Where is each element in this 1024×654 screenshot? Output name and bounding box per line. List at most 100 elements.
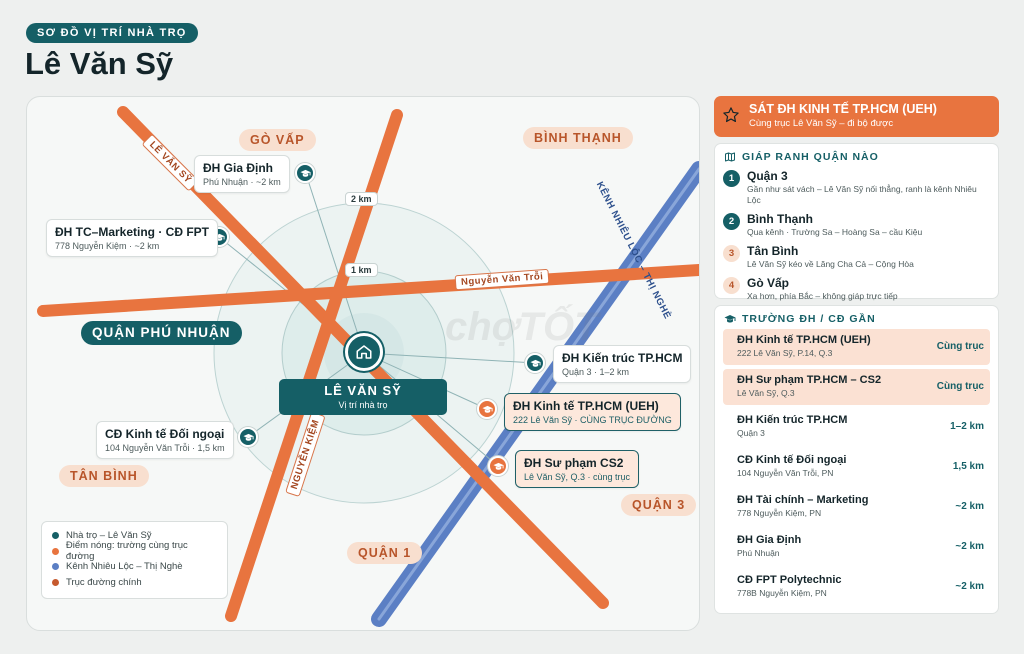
- legend-item: Nhà trọ – Lê Văn Sỹ: [52, 528, 217, 544]
- card-dh-gia-dinh[interactable]: ĐH Gia Định Phú Nhuận · ~2 km: [194, 155, 290, 193]
- map-icon: [725, 152, 735, 162]
- pin-dh-gia-dinh[interactable]: [295, 163, 315, 183]
- home-sub: Vị trí nhà trọ: [338, 400, 388, 410]
- graduation-cap-icon: [299, 169, 311, 177]
- hero-sub: Cùng trục Lê Văn Sỹ – đi bộ được: [749, 118, 894, 129]
- district-quan-1: QUẬN 1: [347, 542, 423, 564]
- ring-label-1km: 1 km: [345, 263, 378, 277]
- place-sub: 222 Lê Văn Sỹ · CÙNG TRỤC ĐƯỜNG: [513, 415, 672, 425]
- university-distance: ~2 km: [955, 541, 984, 552]
- legend-item: Trục đường chính: [52, 575, 217, 591]
- district-phu-nhuan: QUẬN PHÚ NHUẬN: [81, 321, 242, 345]
- legend-label: Trục đường chính: [66, 576, 142, 588]
- graduation-cap-icon: [492, 462, 504, 470]
- neighbor-number: 3: [723, 245, 740, 262]
- university-row[interactable]: CĐ FPT Polytechnic 778B Nguyễn Kiệm, PN …: [723, 569, 990, 605]
- page-title: Lê Văn Sỹ: [25, 46, 174, 81]
- university-distance: Cùng trục: [936, 341, 984, 352]
- university-row[interactable]: ĐH Kiến trúc TP.HCM Quận 3 1–2 km: [723, 409, 990, 445]
- street-nguyen-van-troi: [37, 264, 699, 317]
- home-label: LÊ VĂN SỸ Vị trí nhà trọ: [279, 379, 447, 415]
- neighbor-name: Quận 3: [747, 169, 788, 183]
- graduation-cap-icon: [724, 315, 736, 323]
- home-name: LÊ VĂN SỸ: [324, 383, 402, 398]
- graduation-cap-icon: [242, 433, 254, 441]
- district-binh-thanh: BÌNH THẠNH: [523, 127, 633, 149]
- place-sub: 778 Nguyễn Kiệm · ~2 km: [55, 241, 160, 251]
- legend-item: Kênh Nhiêu Lộc – Thị Nghè: [52, 559, 217, 575]
- university-distance: Cùng trục: [936, 381, 984, 392]
- university-name: ĐH Tài chính – Marketing: [737, 494, 869, 506]
- pin-dh-kien-truc[interactable]: [525, 353, 545, 373]
- university-address: 778B Nguyễn Kiệm, PN: [737, 588, 827, 598]
- location-map[interactable]: chợTỐT GÒ VẤP BÌNH THẠNH QUẬN PHÚ NHUẬN …: [26, 96, 700, 631]
- pin-dh-kinh-te[interactable]: [477, 399, 497, 419]
- place-sub: Quận 3 · 1–2 km: [562, 367, 630, 377]
- ring-label-2km: 2 km: [345, 192, 378, 206]
- hero-banner: SÁT ĐH KINH TẾ TP.HCM (UEH) Cùng trục Lê…: [714, 96, 999, 137]
- legend-swatch: [52, 532, 59, 540]
- university-row[interactable]: CĐ Kinh tế Đối ngoại 104 Nguyễn Văn Trỗi…: [723, 449, 990, 485]
- card-cd-kinh-te-doi-ngoai[interactable]: CĐ Kinh tế Đối ngoại 104 Nguyễn Văn Trỗi…: [96, 421, 234, 459]
- university-distance: 1–2 km: [950, 421, 984, 432]
- university-address: Phú Nhuận: [737, 548, 780, 558]
- watermark: chợTỐT: [445, 305, 599, 349]
- hero-title: SÁT ĐH KINH TẾ TP.HCM (UEH): [749, 102, 937, 116]
- university-address: Quận 3: [737, 428, 765, 438]
- neighbor-name: Gò Vấp: [747, 276, 790, 290]
- legend-label: Kênh Nhiêu Lộc – Thị Nghè: [66, 561, 183, 573]
- neighbor-desc: Xa hơn, phía Bắc – không giáp trực tiếp: [747, 291, 898, 301]
- neighbor-number: 2: [723, 213, 740, 230]
- neighbor-desc: Gần như sát vách – Lê Văn Sỹ nối thẳng, …: [747, 184, 977, 205]
- map-legend: Nhà trọ – Lê Văn Sỹ Điểm nóng: trường cù…: [41, 521, 228, 599]
- university-row[interactable]: ĐH Kinh tế TP.HCM (UEH) 222 Lê Văn Sỹ, P…: [723, 329, 990, 365]
- home-marker[interactable]: [345, 333, 383, 371]
- neighbor-name: Tân Bình: [747, 244, 799, 258]
- place-sub: Phú Nhuận · ~2 km: [203, 177, 281, 187]
- place-name: ĐH TC–Marketing · CĐ FPT: [55, 225, 210, 239]
- university-address: 104 Nguyễn Văn Trỗi, PN: [737, 468, 834, 478]
- legend-swatch: [52, 578, 59, 586]
- place-name: ĐH Kiến trúc TP.HCM: [562, 351, 683, 365]
- card-dh-su-pham[interactable]: ĐH Sư phạm CS2 Lê Văn Sỹ, Q.3 · cùng trụ…: [515, 450, 640, 488]
- place-name: ĐH Gia Định: [203, 161, 274, 175]
- neighbors-panel: GIÁP RANH QUẬN NÀO 1 Quận 3 Gần như sát …: [714, 143, 999, 302]
- university-name: ĐH Kiến trúc TP.HCM: [737, 414, 848, 426]
- university-address: 222 Lê Văn Sỹ, P.14, Q.3: [737, 348, 833, 358]
- university-address: 778 Nguyễn Kiệm, PN: [737, 508, 822, 518]
- card-dh-kien-truc[interactable]: ĐH Kiến trúc TP.HCM Quận 3 · 1–2 km: [553, 345, 692, 383]
- legend-swatch: [52, 547, 59, 555]
- neighbor-desc: Lê Văn Sỹ kéo về Lăng Cha Cả – Cộng Hòa: [747, 259, 914, 269]
- legend-swatch: [52, 563, 59, 571]
- card-dh-kinh-te[interactable]: ĐH Kinh tế TP.HCM (UEH) 222 Lê Văn Sỹ · …: [504, 393, 681, 431]
- university-row[interactable]: ĐH Tài chính – Marketing 778 Nguyễn Kiệm…: [723, 489, 990, 525]
- place-name: CĐ Kinh tế Đối ngoại: [105, 427, 225, 441]
- star-icon: [723, 107, 739, 123]
- neighbor-name: Bình Thạnh: [747, 212, 813, 226]
- university-name: CĐ FPT Polytechnic: [737, 574, 842, 586]
- pin-dh-su-pham[interactable]: [488, 456, 508, 476]
- neighbors-heading-text: GIÁP RANH QUẬN NÀO: [742, 151, 879, 163]
- pin-cd-kinh-te-doi-ngoai[interactable]: [238, 427, 258, 447]
- neighbor-item: 4 Gò Vấp Xa hơn, phía Bắc – không giáp t…: [715, 276, 998, 302]
- neighbor-item: 3 Tân Bình Lê Văn Sỹ kéo về Lăng Cha Cả …: [715, 244, 998, 270]
- legend-item: Điểm nóng: trường cùng trục đường: [52, 540, 217, 562]
- district-quan-3: QUẬN 3: [621, 494, 697, 516]
- university-name: ĐH Kinh tế TP.HCM (UEH): [737, 334, 871, 346]
- card-dh-tc-marketing[interactable]: ĐH TC–Marketing · CĐ FPT 778 Nguyễn Kiệm…: [46, 219, 219, 257]
- universities-panel: TRƯỜNG ĐH / CĐ GẦN ĐH Kinh tế TP.HCM (UE…: [714, 305, 999, 614]
- universities-heading: TRƯỜNG ĐH / CĐ GẦN: [715, 306, 998, 325]
- neighbors-heading: GIÁP RANH QUẬN NÀO: [715, 144, 998, 163]
- university-row[interactable]: ĐH Gia Định Phú Nhuận ~2 km: [723, 529, 990, 565]
- neighbor-item: 1 Quận 3 Gần như sát vách – Lê Văn Sỹ nố…: [715, 169, 998, 206]
- university-name: ĐH Gia Định: [737, 534, 802, 546]
- university-distance: ~2 km: [955, 581, 984, 592]
- university-distance: 1,5 km: [952, 461, 984, 472]
- place-sub: 104 Nguyễn Văn Trỗi · 1,5 km: [105, 443, 225, 453]
- university-name: CĐ Kinh tế Đối ngoại: [737, 454, 847, 466]
- home-icon: [356, 345, 372, 359]
- university-row[interactable]: ĐH Sư phạm TP.HCM – CS2 Lê Văn Sỹ, Q.3 C…: [723, 369, 990, 405]
- place-sub: Lê Văn Sỹ, Q.3 · cùng trục: [524, 472, 631, 482]
- map-tag: SƠ ĐỒ VỊ TRÍ NHÀ TRỌ: [26, 23, 198, 43]
- place-name: ĐH Sư phạm CS2: [524, 456, 624, 470]
